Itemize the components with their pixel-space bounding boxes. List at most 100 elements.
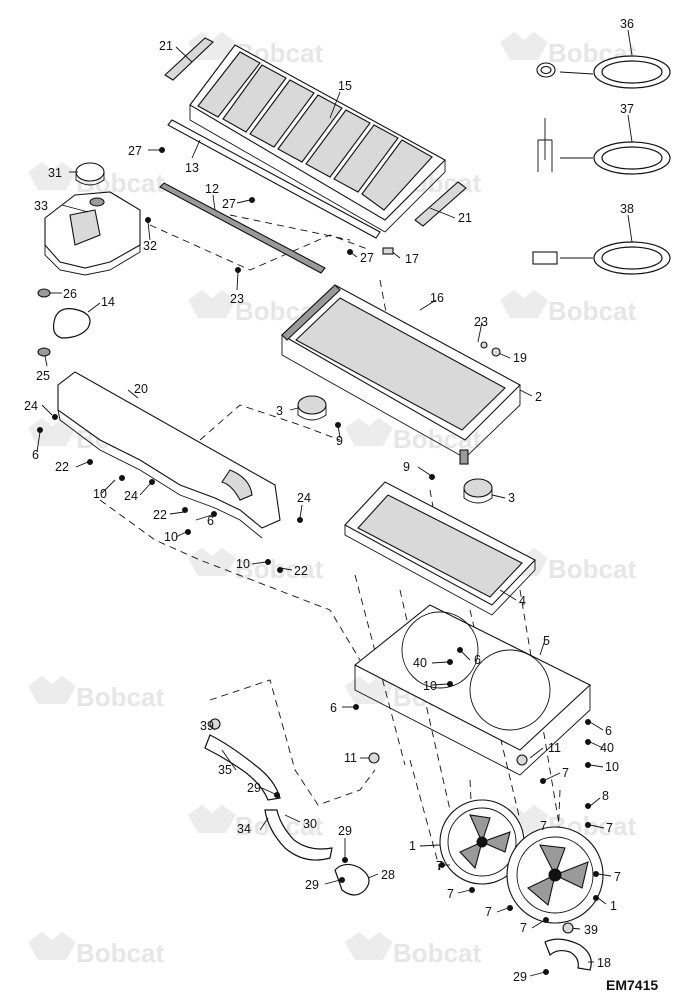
watermark-logo [188, 805, 236, 833]
tool-kit-37 [537, 118, 671, 175]
label-15: 15 [338, 79, 352, 93]
watermark-logo [188, 290, 236, 318]
watermark-logo [500, 32, 548, 60]
label-19: 19 [513, 351, 527, 365]
seal-strip-21-right [414, 181, 467, 227]
watermark-text: Bobcat [76, 938, 164, 968]
label-7: 7 [606, 821, 613, 835]
label-7: 7 [436, 859, 443, 873]
label-24: 24 [297, 491, 311, 505]
oil-cooler-4 [344, 481, 536, 616]
label-22: 22 [153, 508, 167, 522]
label-1: 1 [610, 899, 617, 913]
label-10: 10 [423, 679, 437, 693]
label-9: 9 [336, 434, 343, 448]
fasteners [37, 147, 599, 975]
label-29: 29 [513, 970, 527, 984]
watermark-logo [188, 548, 236, 576]
label-24: 24 [24, 399, 38, 413]
label-11: 11 [548, 741, 561, 755]
label-11: 11 [344, 751, 357, 765]
watermark-logo [345, 418, 393, 446]
label-17: 17 [405, 252, 419, 266]
label-39: 39 [584, 923, 598, 937]
callout-labels: 21 15 27 13 12 27 31 33 32 23 27 17 21 2… [24, 17, 634, 984]
rod-12 [159, 182, 326, 274]
label-10: 10 [605, 760, 619, 774]
label-30: 30 [303, 817, 317, 831]
label-6: 6 [605, 724, 612, 738]
label-37: 37 [620, 102, 634, 116]
label-9: 9 [403, 460, 410, 474]
label-25: 25 [36, 369, 50, 383]
label-12: 12 [205, 182, 219, 196]
hose-14 [52, 308, 91, 339]
label-40: 40 [413, 656, 427, 670]
label-21: 21 [159, 39, 173, 53]
label-7: 7 [540, 819, 547, 833]
label-21: 21 [458, 211, 472, 225]
label-23: 23 [230, 292, 244, 306]
watermark-logo [28, 932, 76, 960]
coolant-tank-33 [44, 191, 141, 276]
bushing-3-left [297, 395, 327, 421]
label-7: 7 [447, 887, 454, 901]
watermark-logo [28, 162, 76, 190]
label-29: 29 [247, 781, 261, 795]
label-8: 8 [602, 789, 609, 803]
rod-13 [167, 119, 381, 239]
radiator-16 [281, 284, 521, 465]
fan-shroud-5 [353, 604, 591, 776]
watermark-logo [28, 676, 76, 704]
label-31: 31 [48, 166, 62, 180]
watermark-logo [500, 290, 548, 318]
label-40: 40 [600, 741, 614, 755]
label-1: 1 [409, 839, 416, 853]
label-10: 10 [93, 487, 107, 501]
label-4: 4 [519, 594, 526, 608]
label-39: 39 [200, 719, 214, 733]
label-38: 38 [620, 202, 634, 216]
clamp-25 [37, 347, 51, 357]
label-26: 26 [63, 287, 77, 301]
label-27: 27 [360, 251, 374, 265]
hose-34 [264, 809, 333, 861]
label-22: 22 [294, 564, 308, 578]
watermark-text: Bobcat [548, 296, 636, 326]
label-27: 27 [222, 197, 236, 211]
fan-1-lower [506, 826, 604, 924]
hose-18 [544, 938, 592, 971]
radiator-grille-15 [189, 44, 446, 233]
label-3: 3 [508, 491, 515, 505]
seal-kit-36 [536, 55, 671, 89]
label-14: 14 [101, 295, 115, 309]
label-29: 29 [305, 878, 319, 892]
label-6: 6 [32, 448, 39, 462]
label-32: 32 [143, 239, 157, 253]
label-3: 3 [276, 404, 283, 418]
watermark-text: Bobcat [76, 682, 164, 712]
bushing-3-right [463, 478, 493, 504]
label-10: 10 [236, 557, 250, 571]
label-33: 33 [34, 199, 48, 213]
fan-1-upper [439, 799, 525, 885]
label-7: 7 [520, 921, 527, 935]
label-28: 28 [381, 868, 395, 882]
label-35: 35 [218, 763, 232, 777]
foam-kit-38 [532, 241, 671, 275]
label-36: 36 [620, 17, 634, 31]
label-16: 16 [430, 291, 444, 305]
watermark-logo [345, 676, 393, 704]
hose-35 [204, 734, 281, 801]
watermark-logo [345, 932, 393, 960]
reservoir-cap-31 [75, 162, 105, 207]
label-7: 7 [562, 766, 569, 780]
clamp-26 [37, 288, 51, 298]
label-6: 6 [474, 653, 481, 667]
label-24: 24 [124, 489, 138, 503]
figure-code: EM7415 [606, 977, 658, 993]
watermark-text: Bobcat [393, 938, 481, 968]
label-23: 23 [474, 315, 488, 329]
label-2: 2 [535, 390, 542, 404]
label-6: 6 [330, 701, 337, 715]
